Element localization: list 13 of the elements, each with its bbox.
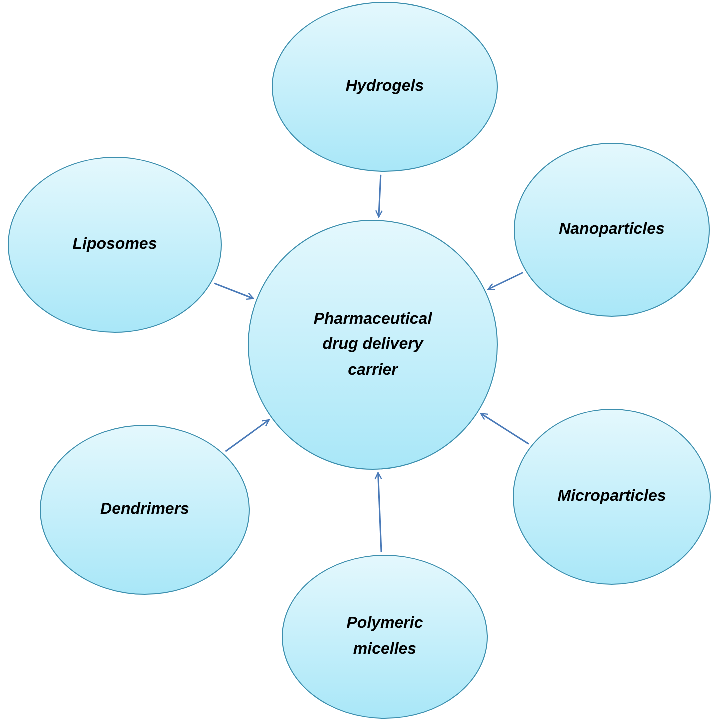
node-label: Polymeric micelles <box>346 614 424 660</box>
node-label: Microparticles <box>558 487 666 508</box>
arrow <box>480 413 530 445</box>
node-label: Dendrimers <box>100 500 190 520</box>
arrow <box>488 272 524 290</box>
node-label: Liposomes <box>72 235 158 256</box>
node-label: Hydrogels <box>346 77 424 98</box>
arrow <box>374 472 382 552</box>
node-label: Nanoparticles <box>559 220 665 240</box>
node-label: Pharmaceutical drug delivery carrier <box>312 310 434 381</box>
arrow <box>214 282 254 300</box>
arrow <box>375 174 384 218</box>
arrow <box>225 419 270 452</box>
